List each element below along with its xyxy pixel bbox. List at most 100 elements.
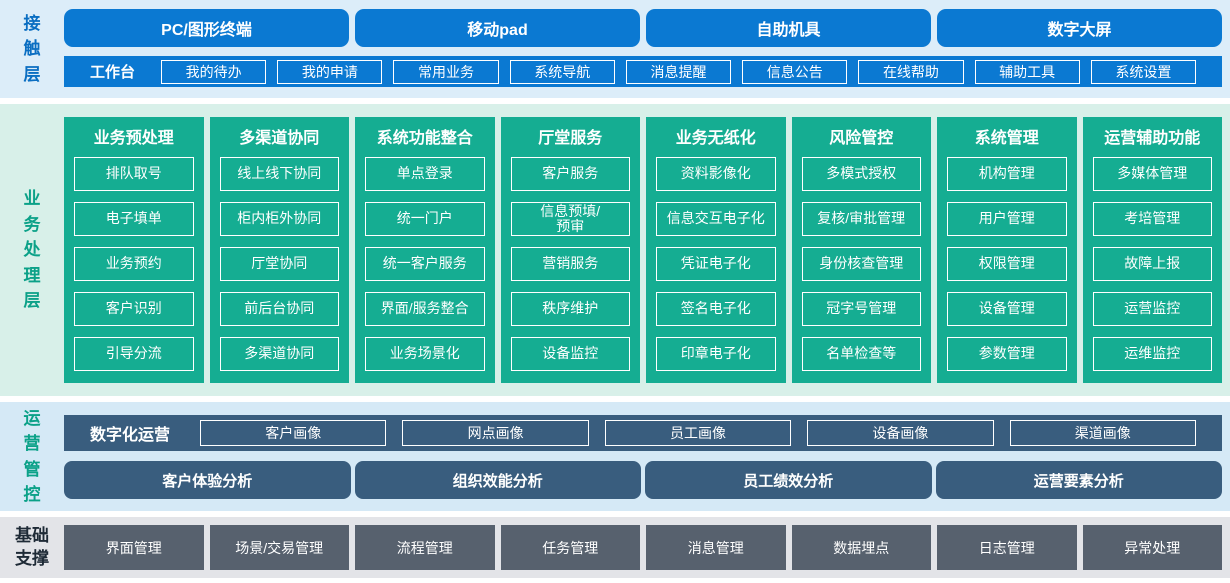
operation-layer-body: 数字化运营 客户画像网点画像员工画像设备画像渠道画像 客户体验分析组织效能分析员…: [64, 402, 1230, 511]
business-column-title: 风险管控: [829, 130, 894, 147]
business-column-title: 业务预处理: [93, 130, 174, 147]
business-columns: 业务预处理排队取号电子填单业务预约客户识别引导分流多渠道协同线上线下协同柜内柜外…: [64, 104, 1230, 396]
business-column-title: 多渠道协同: [239, 130, 320, 147]
business-item-box: 统一客户服务: [365, 247, 485, 281]
business-item-box: 信息交互电子化: [656, 202, 776, 236]
foundation-layer-label-text: 基础支撑: [15, 525, 49, 568]
business-item-box: 运营监控: [1092, 292, 1212, 326]
operation-layer-label-text: 运营管控: [23, 408, 41, 505]
profile-box: 客户画像: [200, 420, 387, 446]
foundation-layer-label: 基础支撑: [0, 517, 64, 578]
business-item-box: 柜内柜外协同: [219, 202, 339, 236]
analysis-box: 运营要素分析: [935, 461, 1222, 499]
business-column-title: 厅堂服务: [538, 130, 603, 147]
business-item-box: 多模式授权: [801, 157, 921, 191]
business-column-items: 客户服务信息预填/ 预审营销服务秩序维护设备监控: [510, 157, 630, 371]
foundation-box: 数据埋点: [791, 525, 931, 570]
business-layer-label: 业务处理层: [0, 104, 64, 396]
business-column: 业务预处理排队取号电子填单业务预约客户识别引导分流: [64, 117, 204, 383]
foundation-layer-section: 基础支撑 界面管理场景/交易管理流程管理任务管理消息管理数据埋点日志管理异常处理: [0, 517, 1230, 578]
workbench-item-box: 信息公告: [742, 59, 848, 84]
workbench-item-box: 系统设置: [1090, 59, 1196, 84]
business-column: 业务无纸化资料影像化信息交互电子化凭证电子化签名电子化印章电子化: [646, 117, 786, 383]
business-item-box: 排队取号: [74, 157, 194, 191]
channel-box: 自助机具: [646, 9, 931, 47]
workbench-item-box: 消息提醒: [625, 59, 732, 84]
profile-box: 设备画像: [807, 420, 994, 446]
business-item-box: 多渠道协同: [219, 337, 339, 371]
business-column-items: 资料影像化信息交互电子化凭证电子化签名电子化印章电子化: [656, 157, 776, 371]
foundation-box: 界面管理: [64, 525, 204, 570]
business-column-items: 多模式授权复核/审批管理身份核查管理冠字号管理名单检查等: [801, 157, 921, 371]
business-item-box: 设备监控: [510, 337, 630, 371]
business-item-box: 复核/审批管理: [801, 202, 921, 236]
business-column-title: 系统功能整合: [376, 130, 473, 147]
digital-operation-bar: 数字化运营 客户画像网点画像员工画像设备画像渠道画像: [64, 415, 1222, 451]
business-item-box: 信息预填/ 预审: [510, 202, 630, 236]
business-item-box: 客户服务: [510, 157, 630, 191]
business-item-box: 厅堂协同: [219, 247, 339, 281]
business-layer-label-text: 业务处理层: [23, 189, 41, 311]
business-column-items: 排队取号电子填单业务预约客户识别引导分流: [74, 157, 194, 371]
workbench-item-box: 在线帮助: [858, 59, 964, 84]
foundation-box: 异常处理: [1082, 525, 1222, 570]
channel-box: PC/图形终端: [64, 9, 349, 47]
business-column-items: 多媒体管理考培管理故障上报运营监控运维监控: [1092, 157, 1212, 371]
business-column-items: 机构管理用户管理权限管理设备管理参数管理: [947, 157, 1067, 371]
business-item-box: 统一门户: [365, 202, 485, 236]
foundation-box: 流程管理: [355, 525, 495, 570]
business-column: 系统管理机构管理用户管理权限管理设备管理参数管理: [937, 117, 1077, 383]
profile-box: 渠道画像: [1009, 420, 1196, 446]
analysis-box: 客户体验分析: [64, 461, 351, 499]
operation-layer-label: 运营管控: [0, 402, 64, 511]
workbench-item-box: 系统导航: [509, 59, 615, 84]
business-item-box: 多媒体管理: [1092, 157, 1212, 191]
business-item-box: 身份核查管理: [801, 247, 921, 281]
business-item-box: 冠字号管理: [801, 292, 921, 326]
digital-operation-label: 数字化运营: [90, 427, 171, 444]
business-column-title: 运营辅助功能: [1104, 130, 1201, 147]
business-column: 系统功能整合单点登录统一门户统一客户服务界面/服务整合业务场景化: [355, 117, 495, 383]
business-item-box: 单点登录: [365, 157, 485, 191]
workbench-item-box: 常用业务: [393, 59, 499, 84]
channel-box: 移动pad: [355, 9, 640, 47]
business-item-box: 秩序维护: [510, 292, 630, 326]
business-item-box: 权限管理: [947, 247, 1067, 281]
analysis-box: 员工绩效分析: [645, 461, 932, 499]
foundation-box: 日志管理: [937, 525, 1077, 570]
business-item-box: 业务预约: [74, 247, 194, 281]
business-column-title: 业务无纸化: [675, 130, 756, 147]
business-item-box: 凭证电子化: [656, 247, 776, 281]
business-item-box: 考培管理: [1092, 202, 1212, 236]
business-item-box: 线上线下协同: [219, 157, 339, 191]
business-item-box: 名单检查等: [801, 337, 921, 371]
business-column: 运营辅助功能多媒体管理考培管理故障上报运营监控运维监控: [1082, 117, 1222, 383]
business-item-box: 运维监控: [1092, 337, 1212, 371]
business-item-box: 故障上报: [1092, 247, 1212, 281]
business-item-box: 业务场景化: [365, 337, 485, 371]
business-item-box: 签名电子化: [656, 292, 776, 326]
foundation-box: 场景/交易管理: [209, 525, 349, 570]
profile-box: 网点画像: [402, 420, 589, 446]
business-item-box: 机构管理: [947, 157, 1067, 191]
analysis-box: 组织效能分析: [354, 461, 641, 499]
contact-layer-label-text: 接触层: [23, 13, 41, 84]
business-item-box: 客户识别: [74, 292, 194, 326]
workbench-item-box: 我的申请: [277, 59, 383, 84]
business-layer-section: 业务处理层 业务预处理排队取号电子填单业务预约客户识别引导分流多渠道协同线上线下…: [0, 104, 1230, 396]
business-item-box: 印章电子化: [656, 337, 776, 371]
foundation-row: 界面管理场景/交易管理流程管理任务管理消息管理数据埋点日志管理异常处理: [64, 517, 1230, 578]
business-item-box: 电子填单: [74, 202, 194, 236]
contact-layer-label: 接触层: [0, 0, 64, 98]
business-item-box: 引导分流: [74, 337, 194, 371]
business-column: 多渠道协同线上线下协同柜内柜外协同厅堂协同前后台协同多渠道协同: [209, 117, 349, 383]
business-column: 风险管控多模式授权复核/审批管理身份核查管理冠字号管理名单检查等: [791, 117, 931, 383]
business-column: 厅堂服务客户服务信息预填/ 预审营销服务秩序维护设备监控: [500, 117, 640, 383]
channel-box: 数字大屏: [937, 9, 1222, 47]
workbench-item-box: 我的待办: [161, 59, 267, 84]
workbench-label: 工作台: [90, 64, 136, 81]
